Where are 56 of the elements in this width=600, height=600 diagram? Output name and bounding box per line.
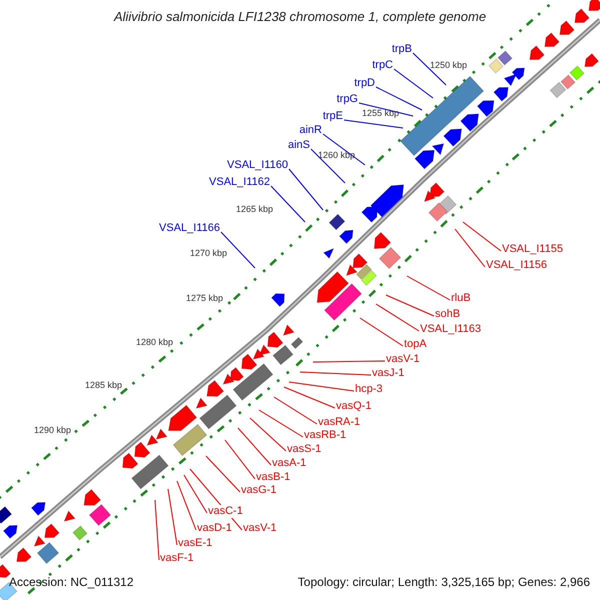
leader-line <box>406 276 450 300</box>
leader-line <box>376 86 422 110</box>
tick-label: 1290 kbp <box>34 425 72 436</box>
leader-line <box>206 456 240 492</box>
gene-label: trpE <box>322 110 343 123</box>
gene-label: trpB <box>392 43 412 56</box>
tick-label: 1285 kbp <box>85 380 122 391</box>
gene-label: vasQ-1 <box>336 400 372 413</box>
title: Aliivibrio salmonicida LFI1238 chromosome 1, complete genome <box>112 9 488 24</box>
leader-line <box>288 168 324 210</box>
info-text: Accession: NC_011312 <box>9 575 134 589</box>
leader-line <box>310 148 346 184</box>
leader-line <box>284 386 336 408</box>
leader-line <box>258 410 304 438</box>
gene-label: hcp-3 <box>355 383 383 396</box>
leader-line <box>176 480 196 530</box>
leader-line <box>250 418 286 452</box>
leader-line <box>394 68 434 98</box>
gene-label: trpG <box>336 93 358 106</box>
leader-line <box>168 488 178 546</box>
leader-line <box>154 500 160 560</box>
gene-label: VSAL_I1155 <box>502 243 563 256</box>
leader-line <box>386 294 434 316</box>
leader-line <box>274 396 318 424</box>
gene-label: VSAL_I1162 <box>209 176 270 189</box>
leader-line <box>376 304 420 332</box>
gene-label: VSAL_I1156 <box>486 259 547 272</box>
leader-line <box>238 428 272 466</box>
gene-label: VSAL_I1163 <box>420 323 481 336</box>
gene-label: VSAL_I1160 <box>227 159 288 172</box>
leader-line <box>462 222 502 252</box>
leader-line <box>270 186 306 222</box>
tick-label: 1280 kbp <box>136 337 174 348</box>
gene-label: trpC <box>372 59 393 72</box>
tick-label: 1255 kbp <box>362 108 400 119</box>
gene-label: topA <box>404 338 427 351</box>
leader-line <box>220 232 256 268</box>
leader-line <box>360 318 404 346</box>
gene-label: trpD <box>354 77 375 90</box>
tick-label: 1250 kbp <box>430 60 468 71</box>
leader-line <box>224 440 256 480</box>
leader-line <box>412 52 446 86</box>
leader-line <box>322 134 366 166</box>
gene-label: vasC-1 <box>208 505 243 518</box>
info-text: Topology: circular; Length: 3,325,165 bp; Genes: 2,966 <box>298 575 590 589</box>
tick-label: 1265 kbp <box>236 204 274 215</box>
leader-line <box>312 360 386 362</box>
leader-line <box>300 372 372 376</box>
tick-label: 1270 kbp <box>190 248 228 259</box>
tick-label: 1275 kbp <box>186 293 224 304</box>
leader-line <box>344 120 404 128</box>
leader-line <box>184 474 208 514</box>
gene-label: VSAL_I1166 <box>159 222 220 235</box>
leader-line <box>454 228 486 268</box>
leader-line <box>358 102 414 116</box>
leader-line <box>288 382 354 392</box>
